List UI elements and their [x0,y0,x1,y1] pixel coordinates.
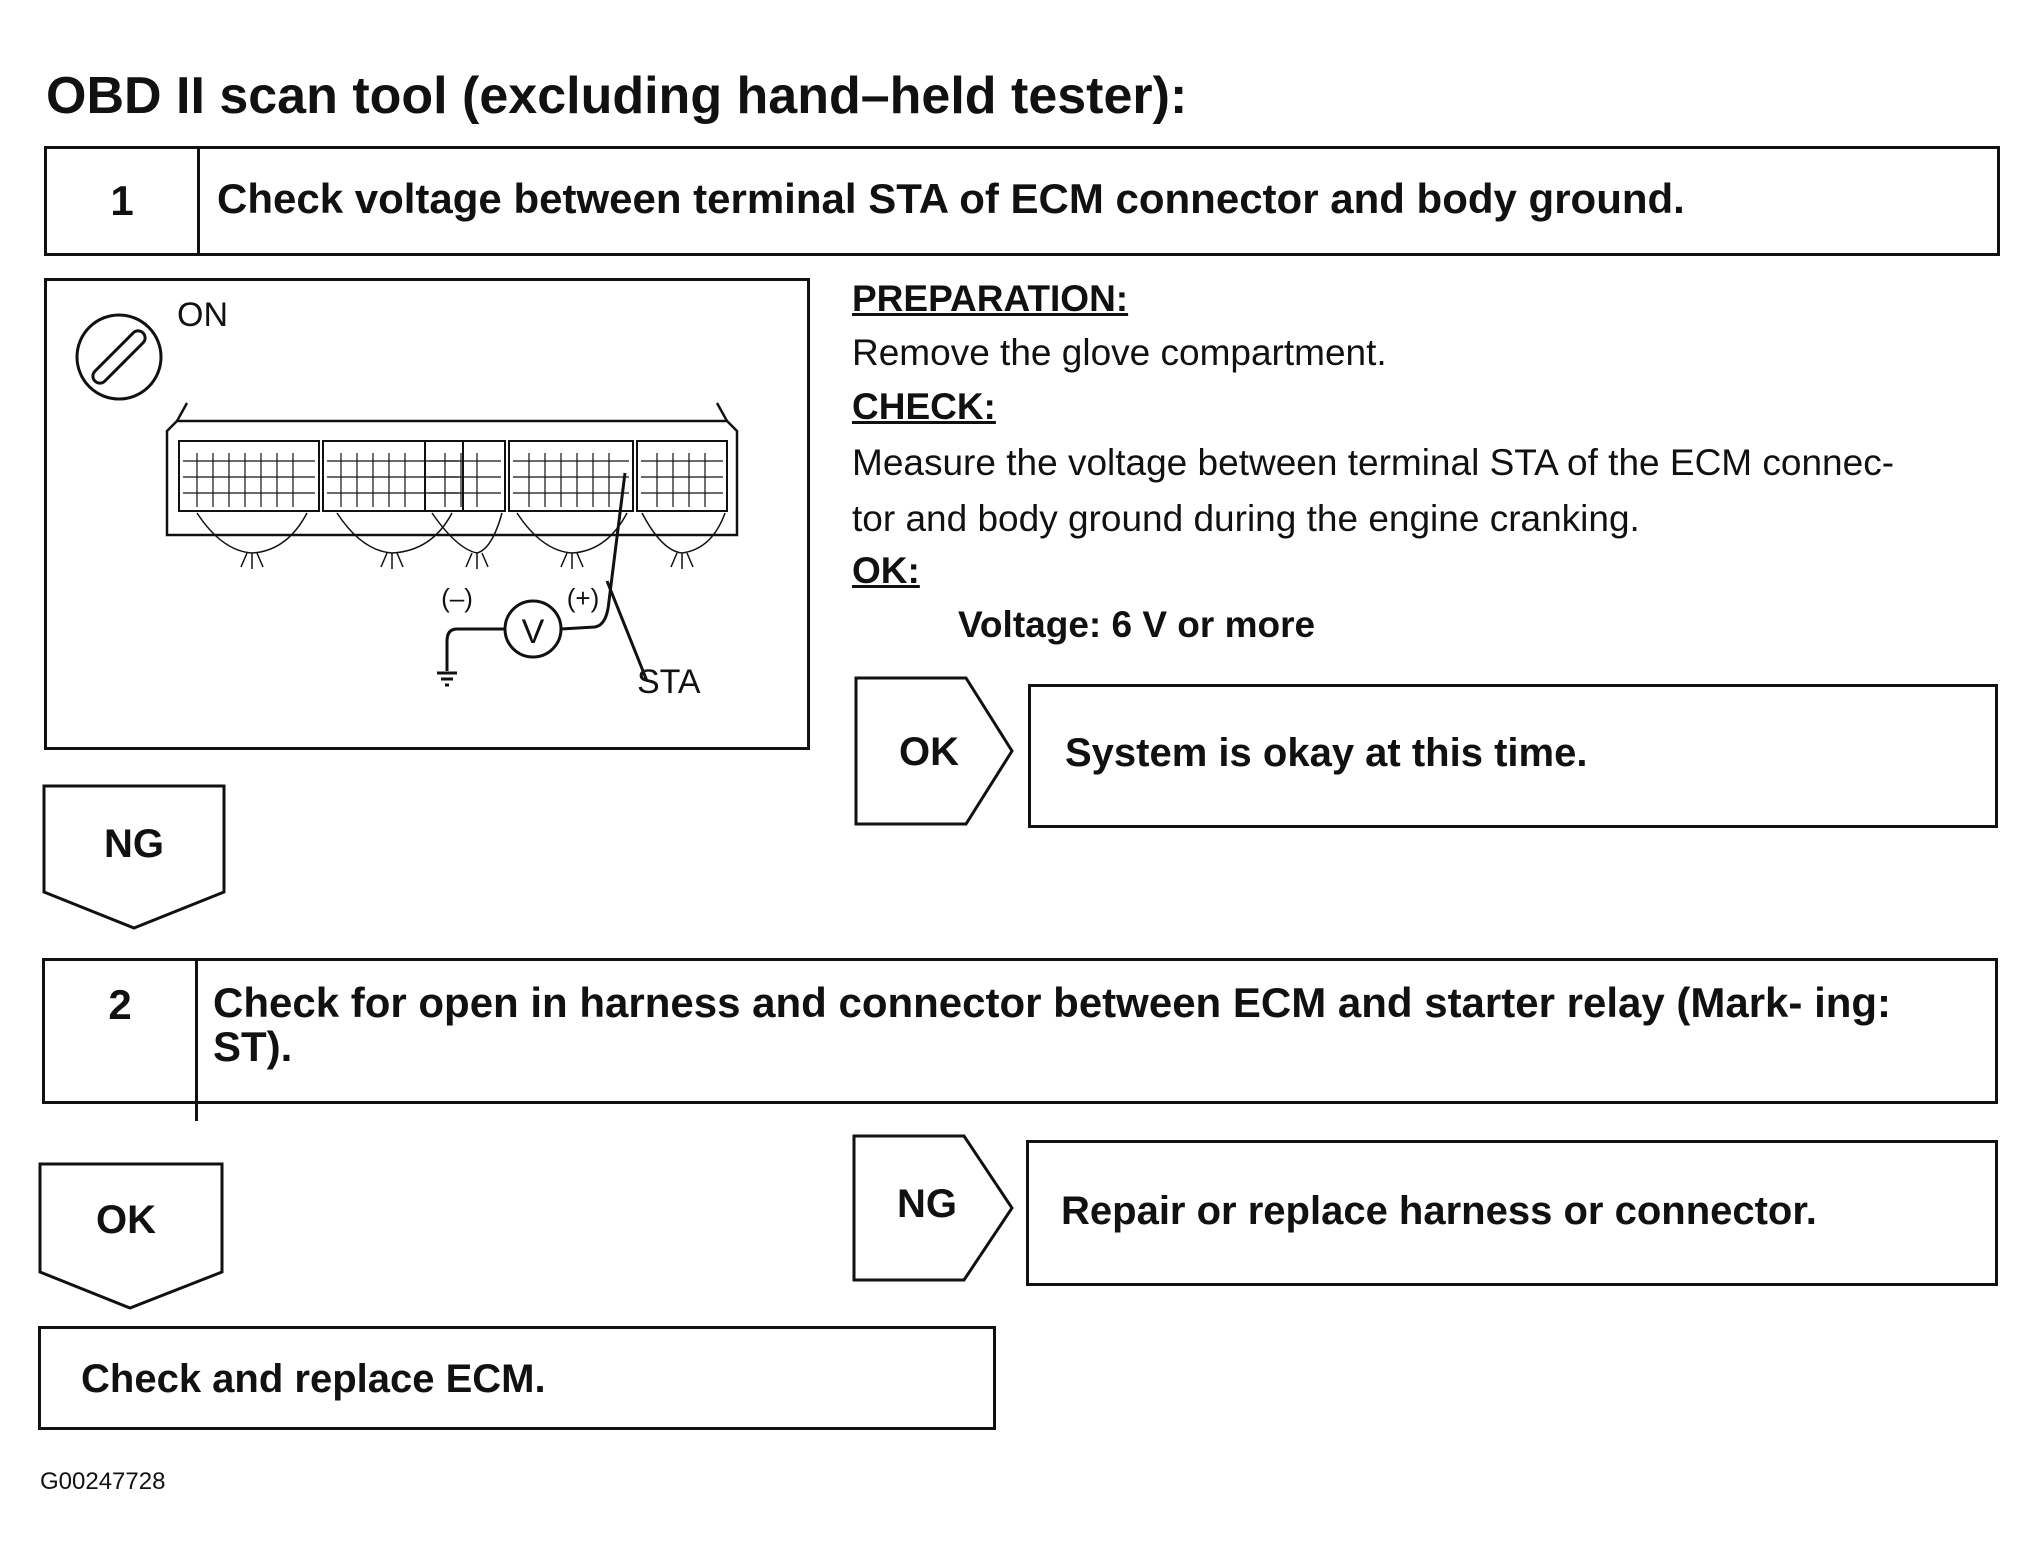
final-action-text: Check and replace ECM. [81,1357,546,1401]
probe-minus-label: (–) [441,583,473,613]
ignition-on-label: ON [177,296,228,334]
step-2-number: 2 [45,961,198,1121]
ok-right-arrow-icon [854,676,1014,826]
ok-label-2: OK [96,1198,156,1242]
step-1-text: Check voltage between terminal STA of EC… [217,175,1685,222]
check-text-line2: tor and body ground during the engine cr… [852,498,1640,539]
connector-diagram: ON [44,278,810,750]
ok-result-box: System is okay at this time. [1028,684,1998,828]
step-2-text: Check for open in harness and connector … [213,979,1892,1070]
step-1-box: 1 Check voltage between terminal STA of … [44,146,2000,256]
ok-heading: OK: [852,550,920,591]
preparation-heading: PREPARATION: [852,278,1129,319]
ng-label-1: NG [104,822,164,866]
ng-label-2: NG [897,1182,957,1226]
ok-down-arrow-icon [38,1162,224,1310]
figure-id: G00247728 [40,1468,166,1495]
final-action-box: Check and replace ECM. [38,1326,996,1430]
voltmeter-symbol: V [522,613,545,651]
page-title: OBD II scan tool (excluding hand–held te… [46,67,1188,125]
probe-plus-label: (+) [567,583,600,613]
ng-right-arrow-icon [852,1134,1014,1282]
check-text-line1: Measure the voltage between terminal STA… [852,442,1895,483]
ok-label-1: OK [899,730,959,774]
step-1-number: 1 [47,149,200,253]
ecm-connector-icon [165,402,739,569]
ng-down-arrow-icon [42,784,226,930]
terminal-sta-label: STA [637,663,701,701]
ignition-key-icon [75,313,163,401]
preparation-text: Remove the glove compartment. [852,332,1387,373]
ng-result-text: Repair or replace harness or connector. [1061,1189,1817,1233]
ng-result-box: Repair or replace harness or connector. [1026,1140,1998,1286]
ok-spec: Voltage: 6 V or more [958,604,1316,645]
ok-result-text: System is okay at this time. [1065,731,1588,775]
voltmeter-icon [437,472,649,687]
step-2-box: 2 Check for open in harness and connecto… [42,958,1998,1121]
check-heading: CHECK: [852,386,996,427]
